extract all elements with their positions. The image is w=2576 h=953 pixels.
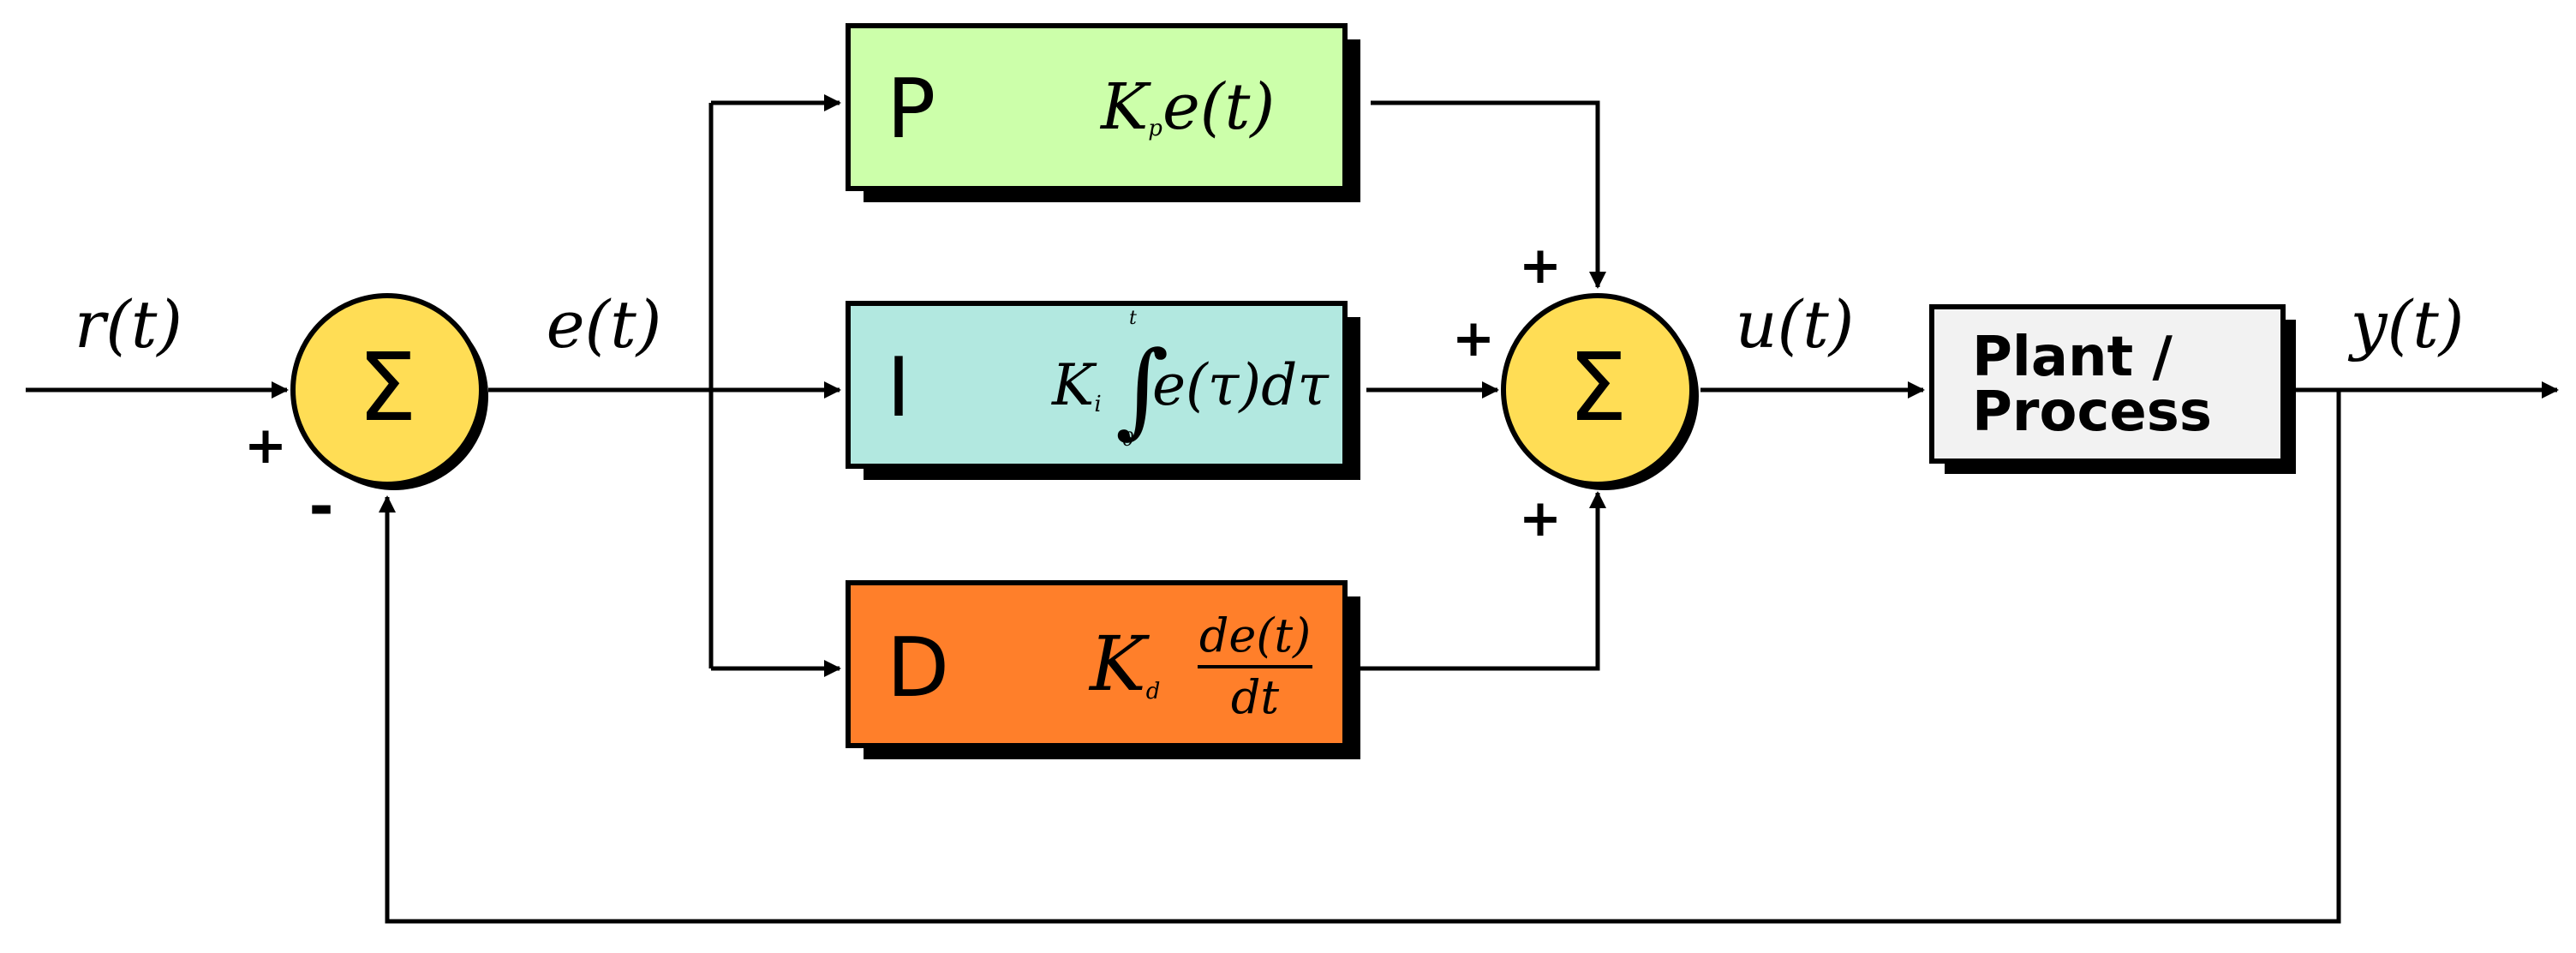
i-block: I Ki ∫ t 0 e(τ)dτ: [846, 301, 1360, 480]
integral-sign: ∫: [1115, 330, 1169, 449]
integral-lower-limit: 0: [1122, 429, 1134, 451]
d-block-label: D: [887, 621, 949, 716]
integral-expression: e(τ)dτ: [1152, 352, 1330, 418]
plant-block: Plant / Process: [1929, 304, 2296, 474]
sum-symbol: Σ: [1568, 333, 1628, 442]
error-signal-label: e(t): [547, 286, 662, 363]
plant-label-line1: Plant /: [1972, 326, 2173, 389]
feedback-line: [379, 390, 2341, 924]
d-gain: Kd: [1088, 620, 1160, 708]
feedback-minus-sign: -: [308, 471, 333, 542]
d-plus-sign: +: [1519, 488, 1562, 548]
reference-signal-label: r(t): [75, 286, 182, 363]
i-block-label: I: [887, 341, 911, 435]
i-plus-sign: +: [1452, 309, 1495, 369]
plant-block-box: [1929, 304, 2286, 464]
integral-upper-limit: t: [1129, 308, 1137, 329]
derivative-denominator: dt: [1231, 670, 1280, 724]
p-block: P Kpe(t): [846, 23, 1360, 202]
p-block-label: P: [887, 63, 935, 157]
input-summing-junction: Σ: [290, 293, 488, 490]
p-output-line: [1371, 100, 1606, 289]
control-signal-label: u(t): [1736, 286, 1855, 363]
sum-circle: [290, 293, 484, 487]
d-block-box: [846, 580, 1348, 748]
output-signal-label: y(t): [2348, 286, 2465, 363]
d-output-line: [1354, 491, 1606, 671]
p-gain: Kpe(t): [1099, 70, 1275, 144]
derivative-numerator: de(t): [1199, 608, 1311, 662]
sum-circle: [1501, 293, 1694, 487]
i-block-box: [846, 301, 1348, 469]
p-block-box: [846, 23, 1348, 191]
d-block: D Kd de(t) dt: [846, 580, 1360, 759]
reference-plus-sign: +: [244, 416, 287, 476]
plant-label-line2: Process: [1972, 381, 2212, 444]
p-plus-sign: +: [1519, 236, 1562, 296]
output-summing-junction: Σ: [1501, 293, 1699, 490]
i-gain: Ki: [1051, 352, 1102, 418]
sum-symbol: Σ: [357, 333, 417, 442]
